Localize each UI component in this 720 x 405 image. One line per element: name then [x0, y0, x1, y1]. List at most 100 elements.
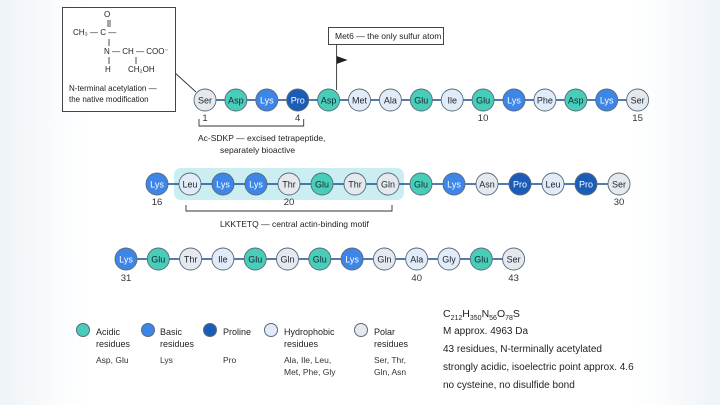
position-number: 16: [152, 197, 163, 208]
residue-label: Glu: [315, 180, 329, 190]
residue-label: Glu: [248, 255, 262, 265]
residue-gln: Gln: [376, 172, 400, 196]
residue-label: Glu: [476, 96, 490, 106]
legend-basic-title1: Basic: [160, 327, 183, 337]
residue-label: Lys: [249, 180, 263, 190]
residue-glu: Glu: [243, 247, 267, 271]
legend-hydrophobic-members2: Met, Phe, Gly: [284, 367, 336, 377]
residue-label: Asn: [479, 180, 495, 190]
residue-circle: [277, 172, 301, 196]
residue-label: Leu: [182, 180, 197, 190]
residue-circle: [286, 88, 310, 112]
legend-proline-members: Pro: [223, 355, 237, 365]
residue-label: Asp: [568, 96, 584, 106]
legend-hydrophobic-swatch: [264, 323, 278, 337]
residue-circle: [372, 247, 396, 271]
residue-label: Pro: [291, 96, 305, 106]
residue-circle: [440, 88, 464, 112]
legend-hydrophobic-title1: Hydrophobic: [284, 327, 335, 337]
residue-asp: Asp: [224, 88, 248, 112]
legend-basic-title2: residues: [160, 339, 195, 349]
residue-circle: [146, 247, 170, 271]
residue-circle: [178, 172, 202, 196]
residue-label: Ile: [447, 96, 457, 106]
legend-acidic-members: Asp, Glu: [96, 355, 129, 365]
formula-o-count: 78: [505, 315, 513, 323]
residue-circle: [437, 247, 461, 271]
residue-leu: Leu: [178, 172, 202, 196]
residue-ser: Ser: [626, 88, 650, 112]
struct-oxygen: O: [104, 10, 111, 19]
residue-lys: Lys: [145, 172, 169, 196]
residue-circle: [442, 172, 466, 196]
residue-glu: Glu: [471, 88, 495, 112]
residue-ala: Ala: [378, 88, 402, 112]
residue-circle: [244, 172, 268, 196]
info-residues: 43 residues, N-terminally acetylated: [443, 344, 602, 355]
legend-basic-members: Lys: [160, 355, 173, 365]
residue-lys: Lys: [114, 247, 138, 271]
residue-circle: [469, 247, 493, 271]
residue-label: Lys: [119, 255, 133, 265]
legend-hydrophobic-title2: residues: [284, 339, 319, 349]
legend-polar-title1: Polar: [374, 327, 396, 337]
residue-circle: [211, 247, 235, 271]
residue-ala: Ala: [405, 247, 429, 271]
residue-label: Gln: [377, 255, 391, 265]
motif-bracket: [185, 205, 393, 212]
residue-circle: [310, 172, 334, 196]
residue-circle: [343, 172, 367, 196]
acetylation-connector: [173, 71, 197, 93]
residue-glu: Glu: [409, 172, 433, 196]
residue-label: Ala: [410, 255, 423, 265]
struct-bonds: [107, 20, 137, 64]
residue-circle: [211, 172, 235, 196]
residue-gln: Gln: [372, 247, 396, 271]
residue-label: Glu: [414, 180, 428, 190]
residue-label: Leu: [545, 180, 560, 190]
met6-flag-icon: [336, 56, 348, 64]
residue-glu: Glu: [409, 88, 433, 112]
sdkp-label-line2: separately bioactive: [220, 145, 296, 155]
residue-label: Glu: [414, 96, 428, 106]
residue-label: Lys: [507, 96, 521, 106]
position-number: 43: [508, 273, 519, 284]
legend-polar-swatch: [354, 323, 368, 337]
sdkp-bracket: [198, 119, 305, 127]
acetylation-caption-line2: the native modification: [69, 95, 149, 104]
residue-circle: [348, 88, 371, 112]
residue-asp: Asp: [317, 88, 341, 112]
sdkp-label-line1: Ac-SDKP — excised tetrapeptide,: [198, 133, 326, 143]
residue-ser: Ser: [193, 88, 217, 112]
formula-c-count: 212: [450, 315, 463, 323]
legend-polar-title2: residues: [374, 339, 409, 349]
residue-ser: Ser: [502, 247, 526, 271]
acetylation-caption-line1: N-terminal acetylation —: [69, 84, 157, 93]
residue-circle: [595, 88, 619, 112]
residue-label: Lys: [600, 96, 614, 106]
legend-polar-members1: Ser, Thr,: [374, 355, 406, 365]
residue-ser: Ser: [607, 172, 631, 196]
residue-label: Lys: [216, 180, 230, 190]
residue-label: Glu: [313, 255, 327, 265]
residue-gly: Gly: [437, 247, 461, 271]
position-number: 15: [632, 113, 643, 124]
residue-label: Ala: [384, 96, 397, 106]
residue-circle: [224, 88, 248, 112]
residue-pro: Pro: [508, 172, 532, 196]
residue-label: Thr: [282, 180, 296, 190]
residue-circle: [308, 247, 332, 271]
legend-proline-swatch: [203, 323, 217, 337]
residue-met: Met: [348, 88, 371, 112]
residue-label: Met: [352, 96, 368, 106]
residue-circle: [574, 172, 598, 196]
struct-acetyl: CH₃ — C —: [73, 28, 117, 37]
legend-basic-swatch: [141, 323, 155, 337]
position-number: 20: [284, 197, 295, 208]
residue-circle: [145, 172, 169, 196]
residue-glu: Glu: [310, 172, 334, 196]
motif-label: LKKTETQ — central actin-binding motif: [220, 219, 369, 229]
residue-lys: Lys: [211, 172, 235, 196]
residue-label: Asp: [228, 96, 244, 106]
residue-thr: Thr: [179, 247, 203, 271]
